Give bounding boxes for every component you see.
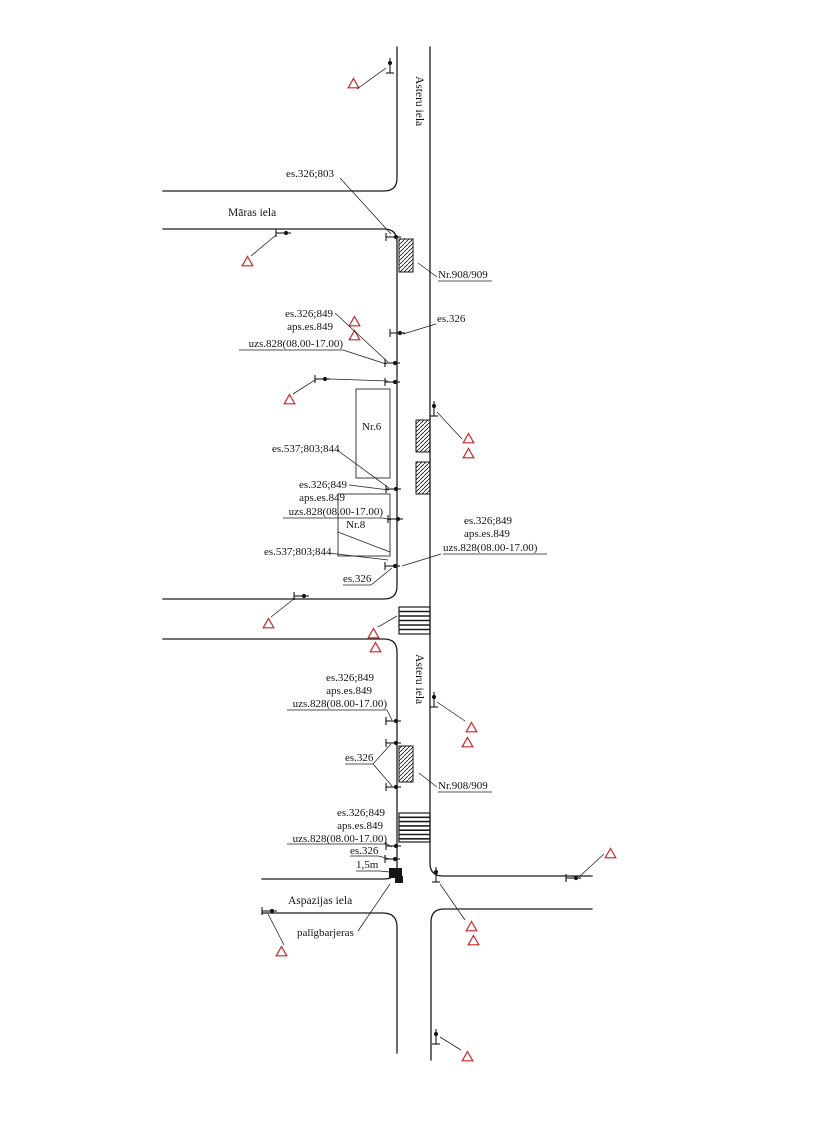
warning-triangle-icon [467, 934, 480, 946]
warning-triangle-icon [348, 329, 361, 341]
label-es537-b: es.537;803;844 [264, 546, 332, 558]
barrier-block [389, 868, 403, 883]
label-nr908-bottom: Nr.908/909 [438, 780, 488, 792]
crosswalk-marking [398, 812, 431, 843]
sign-post-icon [385, 57, 395, 74]
sign-post-icon [565, 873, 582, 883]
warning-triangle-icon [461, 736, 474, 748]
sign-post-icon [314, 374, 331, 384]
label-nr908-top: Nr.908/909 [438, 269, 488, 281]
warning-triangle-icon [369, 641, 382, 653]
hatched-structure [398, 238, 414, 273]
warning-triangle-icon [241, 255, 254, 267]
warning-triangle-icon [347, 77, 360, 89]
sign-post-icon [385, 484, 402, 494]
label-es326-b: es.326 [343, 573, 372, 585]
buildings [337, 388, 391, 557]
sign-post-icon [261, 906, 278, 916]
label-block1-aps-es849: aps.es.849 [287, 321, 333, 333]
street-name-maras: Māras iela [228, 207, 276, 219]
label-block2-uzs828: uzs.828(08.00-17.00) [289, 506, 384, 518]
hatched-structure [398, 745, 414, 783]
sign-post-icon [385, 716, 402, 726]
label-es326-a: es.326 [437, 313, 466, 325]
label-nr6: Nr.6 [362, 421, 382, 433]
label-paligbarjeras: palīgbarjeras [297, 927, 354, 939]
warning-triangle-icon [262, 617, 275, 629]
sign-post-icon [431, 866, 441, 883]
label-block3-es326-849: es.326;849 [326, 672, 374, 684]
sign-post-icon [429, 691, 439, 708]
label-blockR-uzs828: uzs.828(08.00-17.00) [443, 542, 538, 554]
sign-post-icon [385, 841, 402, 851]
label-es326-803: es.326;803 [286, 168, 334, 180]
warning-triangle-icon [462, 447, 475, 459]
label-es326-d: es.326 [350, 845, 379, 857]
sign-post-icon [429, 400, 439, 417]
building-nr8-outline [337, 493, 391, 557]
road-right-line-upper [429, 46, 593, 877]
road-left-line-upper [162, 46, 398, 192]
sign-post-icon [384, 561, 401, 571]
hatched-structure [415, 461, 431, 495]
text-labels: Asteru iela Asteru iela Māras iela Aspaz… [228, 76, 538, 939]
leader-lines [239, 67, 605, 1051]
label-es537-a: es.537;803;844 [272, 443, 340, 455]
sign-post-icon [385, 782, 402, 792]
label-block3-aps-es849: aps.es.849 [326, 685, 372, 697]
road-left-line-bottom [261, 912, 398, 1054]
sign-post-icon [431, 1028, 441, 1045]
building-nr8-diagonal [337, 531, 391, 553]
warning-triangle-icon [283, 393, 296, 405]
label-blockR-aps-es849: aps.es.849 [464, 528, 510, 540]
road-left-line-lower [162, 638, 398, 880]
label-blockR-es326-849: es.326;849 [464, 515, 512, 527]
warning-triangle-icon [348, 315, 361, 327]
building-nr6-outline [355, 388, 391, 479]
street-name-asteru-top: Asteru iela [413, 76, 425, 126]
sign-post-icon [384, 358, 401, 368]
road-right-line-bottom [430, 908, 593, 1061]
label-dim-1-5m: 1,5m [356, 859, 379, 871]
sign-post-icon [384, 377, 401, 387]
warning-triangle-icon [604, 847, 617, 859]
label-block4-uzs828: uzs.828(08.00-17.00) [293, 833, 388, 845]
label-block3-uzs828: uzs.828(08.00-17.00) [293, 698, 388, 710]
warning-triangle-icon [275, 945, 288, 957]
sign-post-icon [275, 228, 292, 238]
street-name-asteru-mid: Asteru iela [413, 654, 425, 704]
sign-post-icon [384, 854, 401, 864]
label-nr8: Nr.8 [346, 519, 366, 531]
hatched-structure [415, 419, 431, 453]
label-block1-uzs828: uzs.828(08.00-17.00) [249, 338, 344, 350]
road-left-line-mid [162, 228, 398, 600]
warning-triangle-icon [465, 920, 478, 932]
warning-triangle-icon [465, 721, 478, 733]
hatched-structures [398, 238, 431, 783]
warning-triangle-icon [462, 432, 475, 444]
crosswalk-marking [398, 606, 431, 635]
label-block4-aps-es849: aps.es.849 [337, 820, 383, 832]
label-block2-aps-es849: aps.es.849 [299, 492, 345, 504]
label-block1-es326-849: es.326;849 [285, 308, 333, 320]
label-block2-es326-849: es.326;849 [299, 479, 347, 491]
road-outlines [162, 46, 593, 1061]
label-es326-c: es.326 [345, 752, 374, 764]
warning-triangle-icon [367, 627, 380, 639]
warning-triangle-icon [461, 1050, 474, 1062]
label-block4-es326-849: es.326;849 [337, 807, 385, 819]
street-name-aspazijas: Aspazijas iela [288, 895, 352, 907]
